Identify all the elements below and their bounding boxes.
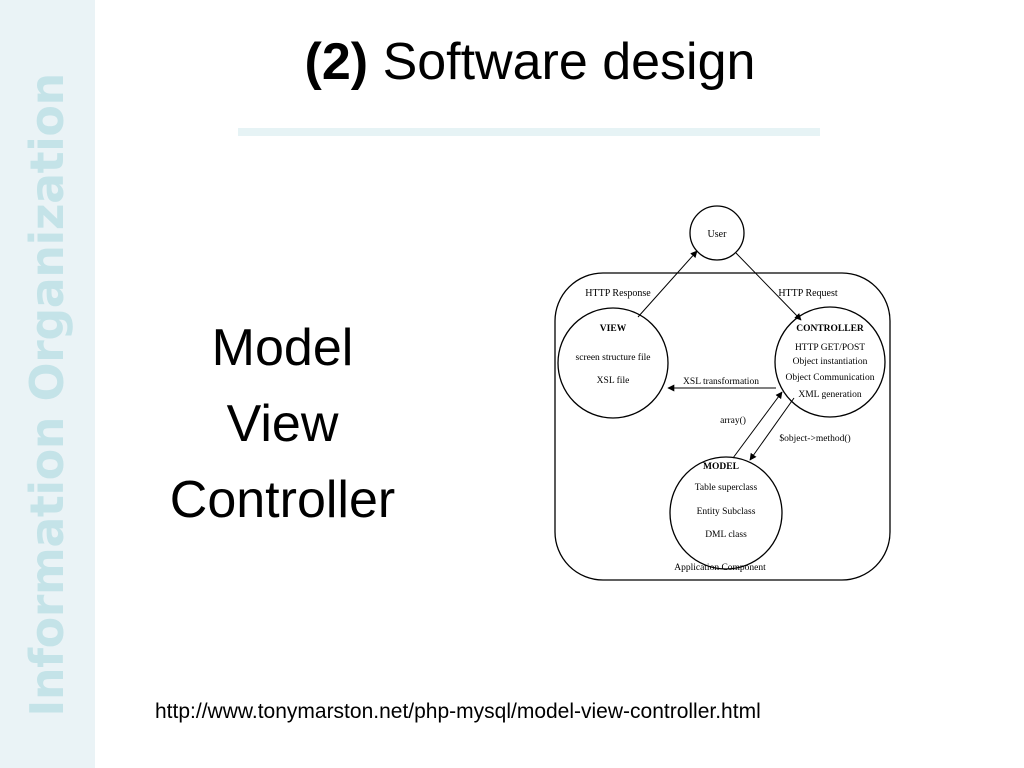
model-line: DML class [705,530,747,540]
model-line: Entity Subclass [697,507,756,517]
mvc-label-view: View [226,395,339,453]
model-title: MODEL [703,462,739,472]
mvc-label-controller: Controller [169,471,396,529]
model-node [669,456,783,570]
source-url-link[interactable]: http://www.tonymarston.net/php-mysql/mod… [155,700,761,723]
controller-line: HTTP GET/POST [795,343,865,353]
slide-title: (2) Software design [230,33,830,93]
sidebar-brand-text: Information Organization [20,73,74,717]
mvc-diagram: User HTTP Response HTTP Request VIEW scr… [554,205,891,581]
http-response-arrow [637,250,698,318]
slide-title-number: (2) [304,33,369,91]
sidebar-band: Information Organization [0,0,95,768]
http-response-label: HTTP Response [585,288,651,299]
method-call-arrow [749,397,795,461]
http-request-label: HTTP Request [778,288,838,299]
http-request-arrow [735,252,802,321]
model-line: Table superclass [695,483,758,493]
application-component-boundary [554,272,891,581]
user-node [689,205,745,261]
controller-node [774,306,886,418]
view-title: VIEW [600,324,627,334]
mvc-label-model: Model [211,319,354,377]
application-component-label: Application Component [674,563,766,573]
view-line: screen structure file [576,352,651,363]
method-call-label: $object->method() [779,433,850,444]
controller-line: XML generation [798,390,861,400]
controller-line: Object Communication [786,373,875,383]
array-return-arrow [732,391,783,459]
view-node [557,307,669,419]
user-label: User [708,229,728,240]
controller-title: CONTROLLER [796,324,864,334]
array-label: array() [720,415,746,426]
title-divider [238,128,820,136]
slide-title-text: Software design [382,33,756,91]
controller-line: Object instantiation [793,357,868,367]
xsl-transformation-label: XSL transformation [683,376,759,387]
mvc-label: Model View Controller [130,310,435,538]
view-line: XSL file [597,375,630,386]
